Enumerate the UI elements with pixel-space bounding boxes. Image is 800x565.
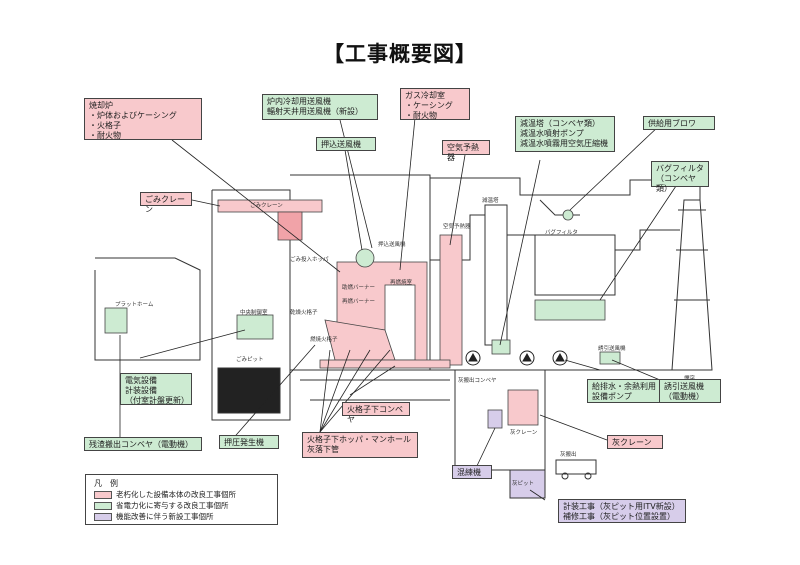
bag-text: バグフィルタ: [545, 230, 578, 236]
label-ash-crane: 灰クレーン: [607, 435, 663, 449]
legend-swatch-green: [94, 502, 112, 510]
label-quench-tower: 減温塔（コンベヤ類） 減温水噴射ポンプ 減温水噴霧用空気圧縮機: [515, 116, 615, 152]
page-title: 【工事概要図】: [323, 42, 477, 66]
label-feedwater-pump: 給排水・余熱利用 設備ポンプ: [587, 379, 663, 403]
platform-conveyor: [104, 307, 128, 334]
bag-filter-hopper: [534, 299, 606, 321]
ash-conveyor-text: 灰搬出コンベヤ: [458, 378, 497, 384]
legend-swatch-purple: [94, 513, 112, 521]
gomi-pit: [217, 367, 281, 414]
forced-fan-text: 押込送風機: [378, 242, 406, 248]
induced-text: 誘引送風機: [598, 346, 626, 352]
label-furnace: 焼却炉 ・炉体およびケーシング ・火格子 ・耐火物: [84, 98, 202, 140]
grate-conveyor: [319, 359, 451, 369]
legend-swatch-pink: [94, 491, 112, 499]
central-control: [236, 314, 274, 340]
dry-grate-text: 乾燥火格子: [290, 310, 318, 316]
ash-building: [454, 370, 546, 471]
pit-building: [211, 189, 291, 421]
legend: 凡 例 老朽化した設備本体の改良工事個所 省電力化に寄与する改良工事個所 機能改…: [85, 474, 278, 525]
preheater-text: 空気予熱器: [443, 224, 471, 230]
label-hopper: 火格子下ホッパ・マンホール 灰落下管: [302, 432, 418, 458]
quench-tower: [484, 204, 508, 346]
ash-out-text: 灰搬出: [560, 452, 577, 458]
label-gas-cooling: ガス冷却室 ・ケーシング ・耐火物: [400, 88, 470, 120]
ash-pit-text: 灰ピット: [512, 481, 535, 487]
label-air-preheater: 空気予熱器: [442, 140, 490, 162]
label-crane: ごみクレーン: [140, 192, 192, 214]
label-forced-fan: 押込送風機: [316, 137, 376, 151]
gomi-crane-text: ごみクレーン: [250, 203, 283, 209]
legend-item-3: 機能改善に伴う新設工事個所: [116, 512, 214, 521]
label-new-works: 計装工事（灰ピット用ITV新設） 補修工事（灰ピット位置設置）: [558, 499, 686, 523]
ash-pit: [509, 469, 546, 499]
legend-item-2: 省電力化に寄与する改良工事個所: [116, 501, 229, 510]
platform-building: [94, 257, 201, 361]
label-electrical: 電気設備 計装設備 （付室計盤更新）: [120, 373, 192, 405]
label-induced-fan: 誘引送風機 （電動機）: [659, 379, 721, 403]
reburn-text: 再燃焼室: [390, 280, 413, 286]
gomi-crane-rail: [217, 199, 323, 213]
legend-head: 凡 例: [94, 479, 118, 488]
bag-filter: [534, 234, 616, 296]
chimney: [671, 199, 713, 371]
label-extrusion: 押圧発生機: [219, 435, 279, 449]
label-supply-blower: 供給用ブロワ: [643, 116, 715, 130]
legend-item-1: 老朽化した設備本体の改良工事個所: [116, 490, 236, 499]
mixer-new: [487, 409, 503, 429]
label-residue-conveyor: 残渣搬出コンベヤ（電動機）: [84, 437, 202, 451]
supply-blower: [562, 209, 574, 221]
central-ctrl-text: 中央制御室: [240, 310, 268, 316]
quench-text: 減温塔: [482, 198, 499, 204]
label-grate-conveyor: 火格子下コンベヤ: [342, 402, 410, 424]
combustion-text: 燃焼火格子: [310, 337, 338, 343]
burner1-text: 助燃バーナー: [342, 285, 376, 291]
gomi-pit-text: ごみピット: [236, 357, 264, 363]
platform-text: プラットホーム: [115, 302, 154, 308]
gomi-hopper-text: ごみ投入ホッパ: [290, 257, 329, 263]
forced-fan: [355, 248, 375, 268]
gas-cooling-room: [439, 234, 463, 366]
label-cooling-fan: 炉内冷却用送風機 輻射天井用送風機（新設）: [262, 94, 378, 120]
label-mixer: 混練機: [452, 465, 492, 479]
gomi-crane-grab: [277, 211, 303, 241]
ash-crane-text: 灰クレーン: [510, 430, 538, 436]
burner2-text: 再燃バーナー: [342, 299, 376, 305]
truck-icon: [555, 459, 597, 475]
ash-crane-body: [507, 389, 539, 426]
label-bag-filter: バグフィルタ （コンベヤ類）: [651, 161, 709, 193]
